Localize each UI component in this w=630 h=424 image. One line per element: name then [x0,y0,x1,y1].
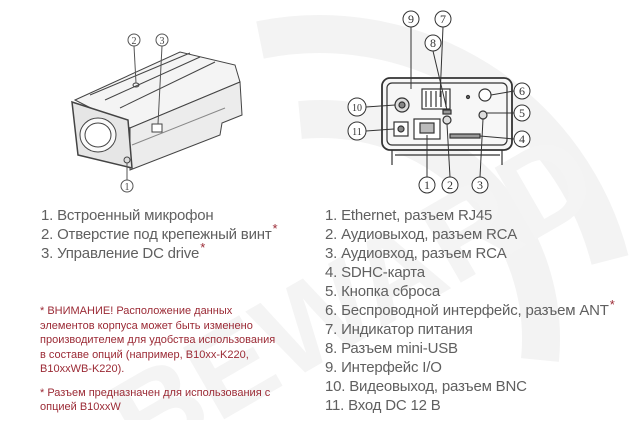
list-item: 10. Видеовыход, разъем BNC [325,378,527,395]
list-item: 7. Индикатор питания [325,321,473,338]
callout-1: 1 [418,135,436,194]
list-item: 1. Ethernet, разъем RJ45 [325,207,493,224]
callout-5: 5 [487,104,531,122]
rear-components-list: 1. Ethernet, разъем RJ45 2. Аудиовыход, … [325,206,615,415]
warning-note: * ВНИМАНИЕ! Расположение данных элементо… [40,305,276,375]
front-components-list: 1. Встроенный микрофон 2. Отверстие под … [41,206,278,263]
notes-block: * ВНИМАНИЕ! Расположение данных элементо… [40,304,280,424]
list-item: 3. Управление DC drive* [41,240,206,262]
list-item: 8. Разъем mini-USB [325,340,458,357]
svg-text:10: 10 [352,103,362,114]
svg-text:5: 5 [519,106,525,120]
callout-2: 2 [127,33,141,84]
camera-front-illustration: 2 3 1 [71,33,243,193]
callout-7: 7 [434,10,452,98]
camera-rear-illustration: 9 7 8 6 5 4 10 11 1 2 3 [347,10,531,194]
svg-text:6: 6 [519,84,525,98]
svg-text:7: 7 [440,12,446,26]
list-item: 2. Отверстие под крепежный винт* [41,221,278,243]
callout-9: 9 [402,10,420,89]
svg-text:11: 11 [352,127,362,138]
svg-text:3: 3 [477,178,483,192]
callout-1: 1 [120,163,134,193]
svg-text:2: 2 [132,36,137,47]
list-item: 6. Беспроводной интерфейс, разъем ANT* [325,297,615,319]
svg-text:3: 3 [160,36,165,47]
list-item: 1. Встроенный микрофон [41,207,214,224]
callout-8: 8 [424,34,448,111]
list-item: 2. Аудиовыход, разъем RCA [325,226,518,243]
list-item: 3. Аудиовход, разъем RCA [325,245,507,262]
svg-text:9: 9 [408,12,414,26]
callout-11: 11 [347,121,395,141]
callout-2: 2 [441,123,459,194]
list-item: 4. SDHC-карта [325,264,425,281]
callout-10: 10 [347,97,396,117]
list-item: 9. Интерфейс I/O [325,359,442,376]
svg-text:8: 8 [430,36,436,50]
svg-text:4: 4 [519,132,525,146]
callout-3: 3 [471,118,489,194]
callout-6: 6 [490,82,531,100]
callout-4: 4 [479,130,531,148]
svg-text:1: 1 [125,182,130,193]
list-item: 11. Вход DC 12 В [325,397,441,414]
connector-note: * Разъем предназначен для использования … [40,386,271,414]
svg-text:2: 2 [447,178,453,192]
svg-text:1: 1 [424,178,430,192]
callout-3: 3 [155,33,169,125]
list-item: 5. Кнопка сброса [325,283,440,300]
